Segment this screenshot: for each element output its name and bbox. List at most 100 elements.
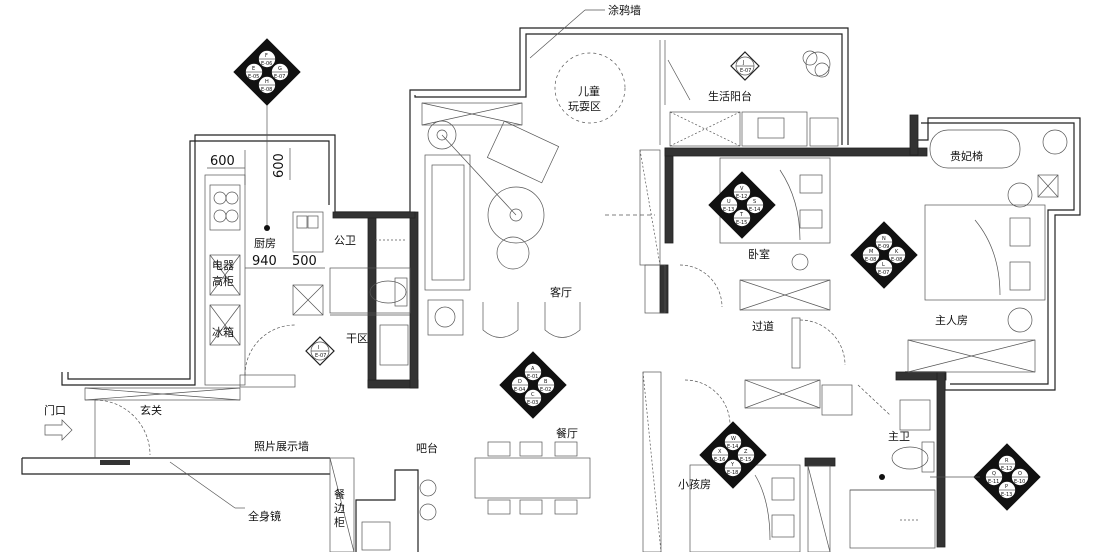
elevation-tag-code: E-01 bbox=[527, 374, 538, 380]
dining-cabinet-label-1: 餐 bbox=[334, 487, 345, 501]
elevation-tag-code: E-12 bbox=[1001, 466, 1012, 472]
service-balcony bbox=[659, 40, 839, 147]
elevation-tag-letter: P bbox=[1005, 484, 1008, 490]
bar-label: 吧台 bbox=[416, 441, 438, 455]
elevation-tag-letter: L bbox=[882, 262, 885, 268]
foyer bbox=[44, 374, 296, 509]
svg-text:J: J bbox=[742, 60, 744, 66]
elevation-tag-code: E-08 bbox=[865, 257, 876, 263]
entrance-label: 门口 bbox=[44, 403, 66, 417]
elevation-tag-code: E-04 bbox=[514, 387, 525, 393]
elevation-tag-letter: K bbox=[895, 249, 899, 255]
foyer-label: 玄关 bbox=[140, 403, 162, 417]
master-bedroom-label: 主人房 bbox=[935, 314, 968, 327]
elevation-tag-letter: V bbox=[740, 186, 744, 192]
public-bath-label: 公卫 bbox=[334, 234, 356, 247]
kitchen bbox=[204, 148, 325, 386]
dining bbox=[329, 441, 591, 552]
living-room-label: 客厅 bbox=[550, 285, 572, 299]
master-bath bbox=[821, 384, 936, 549]
elevation-marker-a-d-b-c: A E-01D E-04 B E-02C E-03 bbox=[499, 351, 567, 419]
graffiti-wall-label: 涂鸦墙 bbox=[608, 3, 641, 17]
elevation-tag-code: E-12 bbox=[736, 194, 747, 200]
elevation-tag-letter: H bbox=[265, 79, 269, 85]
elevation-tag-code: E-13 bbox=[1001, 492, 1012, 498]
elevation-marker-i: I E-07 bbox=[305, 336, 335, 366]
elevation-tag-code: E-06 bbox=[261, 61, 272, 67]
dry-area-label: 干区 bbox=[346, 332, 368, 345]
elevation-tag-letter: Z bbox=[744, 449, 748, 455]
photo-wall-label: 照片展示墙 bbox=[254, 439, 309, 453]
elevation-tag-letter: T bbox=[739, 212, 744, 218]
corridor-label: 过道 bbox=[752, 319, 774, 333]
elevation-tag-letter: A bbox=[531, 366, 535, 372]
svg-text:E-07: E-07 bbox=[315, 353, 326, 359]
outer-walls bbox=[21, 27, 1081, 475]
elevation-tag-letter: D bbox=[518, 379, 522, 385]
dim-600-v: 600 bbox=[272, 153, 287, 178]
dim-600-h: 600 bbox=[210, 154, 235, 169]
dim-500: 500 bbox=[292, 254, 317, 269]
master-bath-label: 主卫 bbox=[888, 430, 910, 443]
elevation-tag-code: E-03 bbox=[527, 400, 538, 406]
mirror-label: 全身镜 bbox=[248, 509, 281, 523]
master-bedroom bbox=[907, 129, 1068, 373]
dining-label: 餐厅 bbox=[556, 426, 578, 440]
elevation-tag-letter: G bbox=[278, 66, 282, 72]
elevation-tag-letter: X bbox=[718, 449, 722, 455]
elevation-marker-j: J E-07 bbox=[730, 51, 760, 81]
elevation-tag-letter: S bbox=[753, 199, 756, 205]
elevation-tag-letter: R bbox=[1005, 458, 1009, 464]
structural-walls bbox=[332, 114, 947, 548]
elevation-tag-code: E-07 bbox=[274, 74, 285, 80]
elevation-marker-f-e-g-h: F E-06E E-05 G E-07H E-08 bbox=[233, 38, 301, 106]
elevation-tag-letter: N bbox=[882, 236, 886, 242]
elevation-tag-code: E-05 bbox=[248, 74, 259, 80]
elevation-tag-letter: C bbox=[531, 392, 535, 398]
dining-cabinet-label-2: 边 bbox=[334, 502, 345, 515]
chaise-label: 贵妃椅 bbox=[950, 149, 983, 163]
elevation-tag-letter: F bbox=[265, 53, 268, 59]
elevation-tag-letter: O bbox=[1018, 471, 1022, 477]
dining-cabinet-label-3: 柜 bbox=[334, 516, 345, 529]
elevation-tag-code: E-13 bbox=[723, 207, 734, 213]
graffiti-wall-leader bbox=[529, 9, 586, 59]
elevation-tag-code: E-18 bbox=[727, 470, 738, 476]
corridor bbox=[791, 317, 846, 369]
kitchen-dim: 940 bbox=[252, 254, 277, 269]
elevation-tag-code: E-02 bbox=[540, 387, 551, 393]
elevation-tag-letter: E bbox=[252, 66, 255, 72]
elevation-tag-code: E-15 bbox=[740, 457, 751, 463]
public-bath bbox=[329, 239, 411, 366]
kitchen-label: 厨房 bbox=[254, 237, 276, 250]
elevation-tag-letter: M bbox=[869, 249, 873, 255]
elevation-tag-code: E-16 bbox=[714, 457, 725, 463]
bedroom-label: 卧室 bbox=[748, 247, 770, 261]
elevation-tag-code: E-15 bbox=[736, 220, 747, 226]
play-area-label-2: 玩耍区 bbox=[568, 100, 601, 113]
fridge-label: 冰箱 bbox=[212, 325, 234, 339]
elevation-tag-code: E-08 bbox=[891, 257, 902, 263]
elevation-tag-code: E-14 bbox=[727, 444, 738, 450]
balcony-label: 生活阳台 bbox=[708, 89, 752, 103]
appliance-label-1: 电器 bbox=[212, 259, 234, 272]
elevation-tag-code: E-10 bbox=[1014, 479, 1025, 485]
elevation-tag-code: E-08 bbox=[261, 87, 272, 93]
elevation-tag-letter: B bbox=[544, 379, 548, 385]
kids-room-label: 小孩房 bbox=[678, 478, 711, 491]
living-room bbox=[421, 102, 655, 338]
appliance-label-2: 高柜 bbox=[212, 274, 234, 288]
elevation-tag-letter: W bbox=[731, 436, 736, 442]
elevation-marker-w-x-z-y: W E-14X E-16 Z E-15Y E-18 bbox=[699, 421, 767, 489]
play-area-circle bbox=[554, 52, 626, 124]
svg-text:E-07: E-07 bbox=[740, 68, 751, 74]
elevation-tag-code: E-14 bbox=[749, 207, 760, 213]
elevation-tag-letter: Y bbox=[730, 462, 735, 468]
play-area-label-1: 儿童 bbox=[578, 84, 600, 98]
elevation-tag-code: E-09 bbox=[878, 244, 889, 250]
